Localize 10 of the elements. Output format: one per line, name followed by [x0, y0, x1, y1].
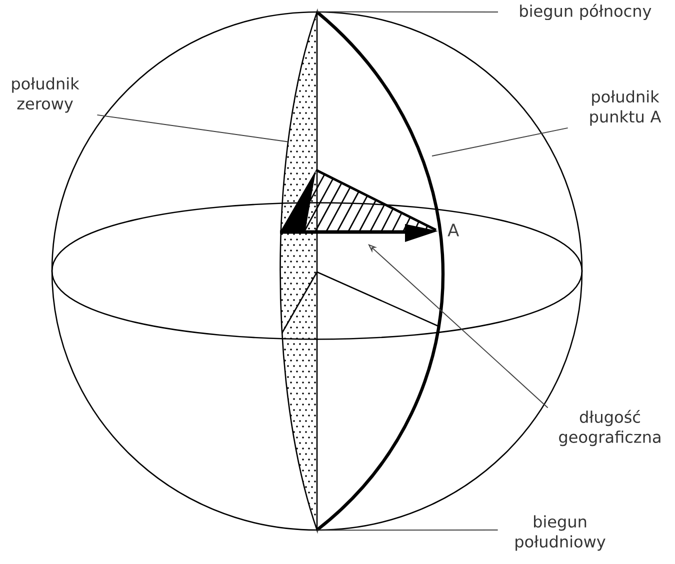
- leader-line: [96, 114, 288, 142]
- leader-line: [316, 530, 498, 531]
- point-label: A: [448, 224, 460, 236]
- leader-label: południk punktu A: [590, 90, 662, 126]
- leader-label: długość geograficzna: [559, 410, 660, 446]
- leader-label: biegun północny: [520, 4, 652, 20]
- leader-line: [316, 11, 498, 12]
- leader-label: biegun południowy: [516, 515, 606, 551]
- leader-label: południk zerowy: [12, 77, 80, 113]
- leader-line: [432, 127, 568, 156]
